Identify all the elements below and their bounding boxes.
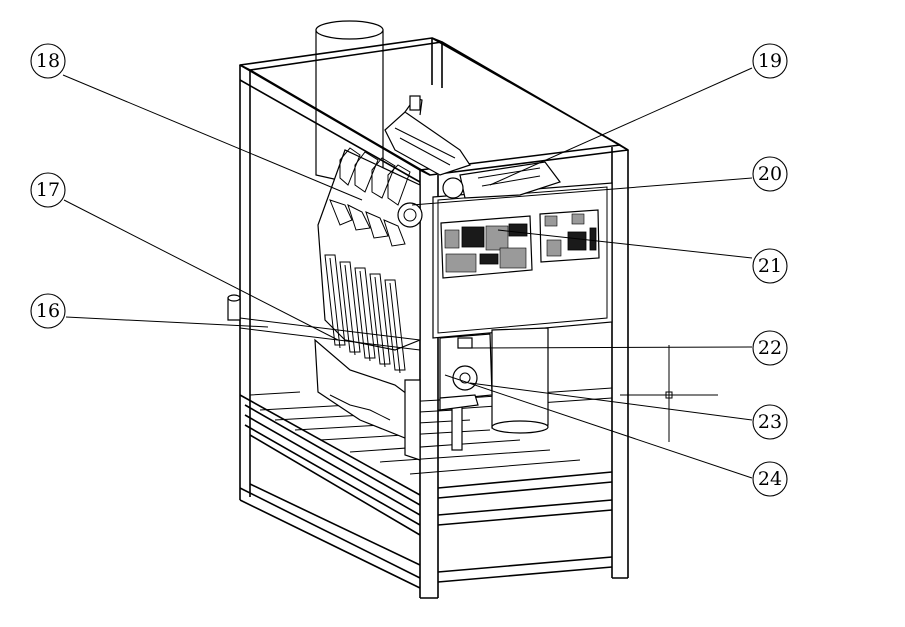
fuel-tank [491,327,549,434]
callout-label: 18 [36,50,60,72]
callout-22: 22 [752,330,788,366]
engine [314,95,561,461]
callout-label: 17 [36,179,60,201]
callout-24: 24 [752,461,788,497]
leader-17 [63,199,339,341]
leader-23 [469,382,753,421]
callout-label: 20 [758,163,782,185]
callout-label: 24 [758,468,782,490]
callout-label: 21 [758,255,782,277]
callout-21: 21 [752,248,788,284]
callout-20: 20 [752,156,788,192]
callout-19: 19 [752,43,788,79]
callout-18: 18 [30,43,66,79]
leader-19 [489,67,753,186]
leader-22 [464,346,753,349]
callout-label: 22 [758,337,782,359]
callout-16: 16 [30,293,66,329]
callout-17: 17 [30,172,66,208]
callout-label: 19 [758,50,782,72]
leader-16 [65,316,269,328]
callout-label: 16 [36,300,60,322]
leader-18 [62,74,363,201]
leader-lines [62,67,753,479]
callout-label: 23 [758,411,782,433]
control-panel [432,182,613,339]
cad-crosshair [620,345,718,442]
leader-20 [411,177,753,206]
side-pipe [227,294,421,351]
leader-24 [444,374,753,479]
callout-23: 23 [752,404,788,440]
steel-frame [239,37,629,599]
leader-21 [497,229,753,259]
